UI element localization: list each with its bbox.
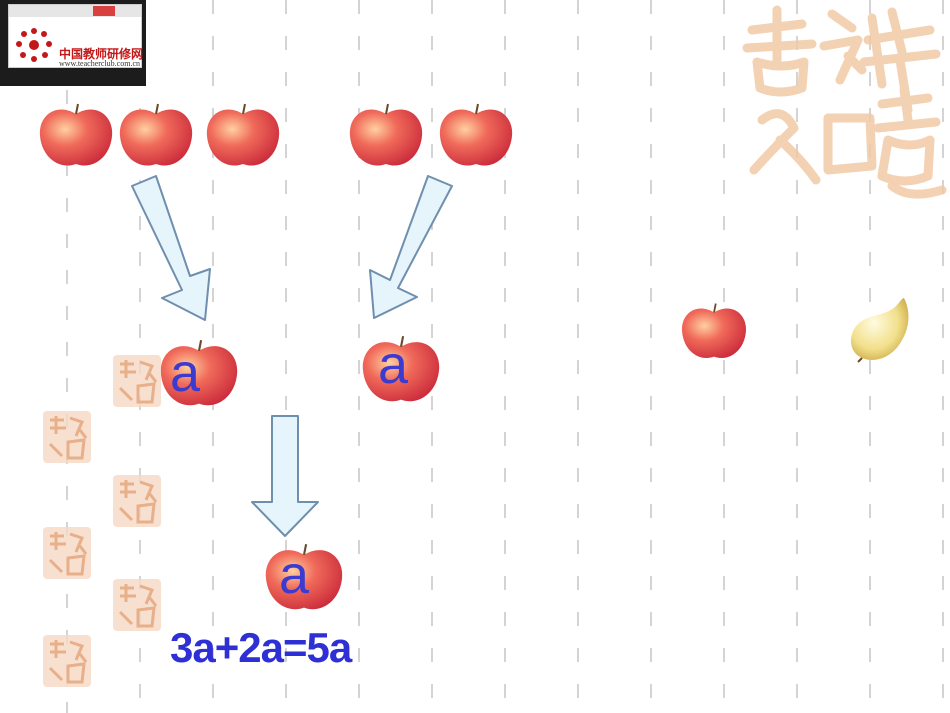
apple-icon xyxy=(439,103,513,166)
apple-group1-1 xyxy=(36,100,116,170)
apple-label: a xyxy=(377,335,409,395)
apple-icon xyxy=(265,544,343,610)
logo-url: www.teacherclub.com.cn xyxy=(59,59,140,68)
arrow-down-icon xyxy=(369,175,453,319)
apple-icon xyxy=(160,340,238,406)
logo-name: 中国教师研修网 xyxy=(59,47,144,61)
apple-group1-2 xyxy=(114,100,198,170)
apple-icon xyxy=(119,103,193,166)
pear-right-side xyxy=(846,294,914,366)
arrow-down-icon xyxy=(251,415,319,537)
apple-icon xyxy=(681,303,747,359)
equation-text: 3a+2a=5a xyxy=(170,624,352,671)
apple-right-side xyxy=(678,300,750,362)
auspicious-seal-icon xyxy=(43,411,91,463)
arrow-down-icon xyxy=(131,175,211,321)
apple-icon xyxy=(206,103,280,166)
apple-icon xyxy=(39,103,113,166)
auspicious-seal-icon xyxy=(43,635,91,687)
teacher-club-emblem-icon xyxy=(16,28,52,62)
apple-label: a xyxy=(278,545,310,605)
logo-screenshot: 中国教师研修网 www.teacherclub.com.cn xyxy=(8,4,144,68)
apple-label: a xyxy=(169,343,201,403)
apple-icon xyxy=(362,336,440,402)
auspicious-seal-icon xyxy=(113,579,161,631)
apple-a-right: a xyxy=(358,332,444,406)
auspicious-seal-icon xyxy=(113,355,161,407)
apple-group2-1 xyxy=(342,100,430,170)
site-logo-box: 中国教师研修网 www.teacherclub.com.cn xyxy=(0,0,146,86)
apple-group2-2 xyxy=(432,100,520,170)
auspicious-seal-icon xyxy=(43,527,91,579)
pear-icon xyxy=(850,298,909,363)
auspicious-seal-icon xyxy=(113,475,161,527)
apple-group1-3 xyxy=(200,100,286,170)
apple-a-left: a xyxy=(156,336,242,410)
auspicious-watermark-icon xyxy=(742,5,947,199)
apple-icon xyxy=(349,103,423,166)
logo-toolbar xyxy=(9,5,141,17)
apple-a-bottom: a xyxy=(260,540,348,614)
